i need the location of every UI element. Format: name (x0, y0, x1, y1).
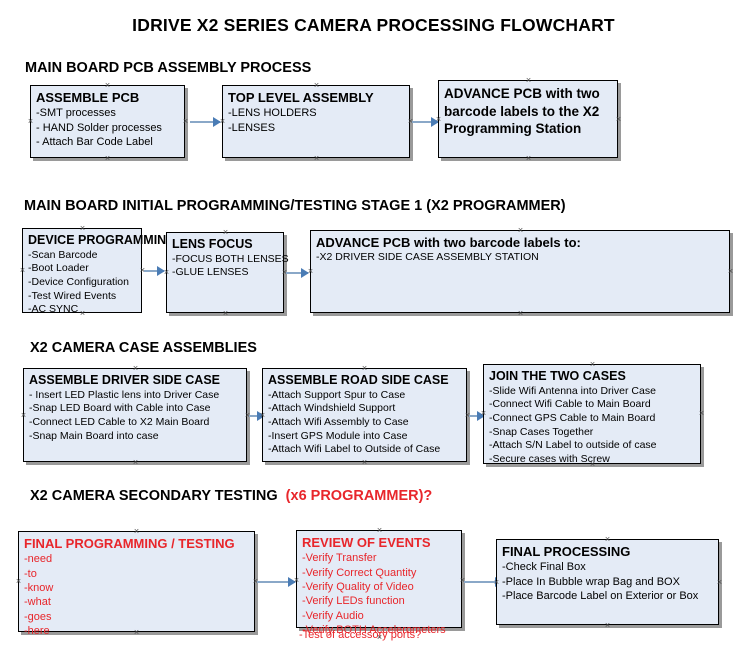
arrow-head-icon (431, 117, 439, 127)
box-line: -goes (24, 610, 52, 623)
page-title: IDRIVE X2 SERIES CAMERA PROCESSING FLOWC… (132, 15, 615, 35)
box-line: -Test Wired Events (28, 289, 117, 302)
box-line: -Snap LED Board with Cable into Case (29, 402, 211, 415)
section-heading-text: MAIN BOARD INITIAL PROGRAMMING/TESTING S… (24, 198, 566, 214)
box-line: -FOCUS BOTH LENSES (172, 252, 289, 265)
connector-arrow (190, 117, 221, 127)
box-title: ADVANCE PCB with two barcode labels to: (316, 235, 581, 250)
box-title: ASSEMBLE DRIVER SIDE CASE (29, 373, 221, 387)
box-line: -Snap Cases Together (489, 425, 594, 438)
box-title: REVIEW OF EVENTS (302, 535, 431, 550)
section-heading-text: X2 CAMERA CASE ASSEMBLIES (30, 340, 257, 356)
connector-arrow (469, 411, 485, 421)
box-line: -Attach Windshield Support (268, 402, 396, 415)
box-title: ASSEMBLE PCB (36, 90, 140, 105)
box-title: DEVICE PROGRAMMING (28, 233, 176, 247)
box-line: -Verify Transfer (302, 552, 377, 565)
box-line: -Scan Barcode (28, 248, 98, 261)
box-line: -Connect LED Cable to X2 Main Board (29, 416, 210, 429)
box-line: -Verify Correct Quantity (302, 566, 417, 579)
box-top-level-assembly[interactable]: TOP LEVEL ASSEMBLY -LENS HOLDERS -LENSES (222, 85, 410, 158)
box-line: -Verify Audio (302, 609, 364, 622)
box-review-of-events[interactable]: REVIEW OF EVENTS -Verify Transfer -Verif… (296, 530, 462, 636)
box-line: -Attach Support Spur to Case (268, 388, 406, 401)
section-heading-main-board-initial-programming: MAIN BOARD INITIAL PROGRAMMING/TESTING S… (24, 198, 566, 214)
box-join-the-two-cases[interactable]: JOIN THE TWO CASES -Slide Wifi Antenna i… (483, 364, 701, 465)
arrow-head-icon (301, 268, 309, 278)
box-line: -Attach Wifi Assembly to Case (268, 416, 409, 429)
connector-arrow (286, 268, 309, 278)
box-advance-pcb-programming-station[interactable]: ADVANCE PCB with two barcode labels to t… (438, 80, 618, 158)
box-title: TOP LEVEL ASSEMBLY (228, 90, 374, 105)
box-assemble-pcb[interactable]: ASSEMBLE PCB -SMT processes - HAND Solde… (30, 85, 185, 158)
box-title: FINAL PROGRAMMING / TESTING (24, 536, 235, 551)
box-final-programming-testing[interactable]: FINAL PROGRAMMING / TESTING -need -to -k… (18, 531, 255, 637)
arrow-head-icon (157, 266, 165, 276)
section-heading-main-board-pcb-assembly: MAIN BOARD PCB ASSEMBLY PROCESS (25, 60, 311, 76)
box-title: FINAL PROCESSING (502, 544, 631, 559)
box-line: -Snap Main Board into case (29, 429, 159, 442)
connector-arrow (249, 411, 265, 421)
arrow-head-icon (213, 117, 221, 127)
box-line: - Attach Bar Code Label (36, 135, 153, 148)
section-heading-x2-camera-secondary-testing: X2 CAMERA SECONDARY TESTING (x6 PROGRAMM… (30, 488, 432, 504)
box-line: -what (24, 596, 51, 609)
box-line: -AC SYNC (28, 303, 79, 316)
section-heading-suffix: (x6 PROGRAMMER)? (285, 488, 433, 504)
box-line: -here (24, 624, 50, 637)
box-line: -LENSES (228, 121, 276, 134)
box-final-processing[interactable]: FINAL PROCESSING -Check Final Box -Place… (496, 539, 719, 625)
box-assemble-road-side-case[interactable]: ASSEMBLE ROAD SIDE CASE -Attach Support … (262, 368, 467, 462)
box-line-overflow: -Test of accessory ports? (299, 629, 422, 641)
box-line: -Check Final Box (502, 561, 586, 574)
box-line: -need (24, 553, 53, 566)
box-title: ASSEMBLE ROAD SIDE CASE (268, 373, 449, 387)
box-line: -Place In Bubble wrap Bag and BOX (502, 575, 680, 588)
box-line: -Slide Wifi Antenna into Driver Case (489, 384, 656, 397)
box-line: -GLUE LENSES (172, 266, 249, 279)
box-line: -Connect Wifi Cable to Main Board (489, 398, 651, 411)
box-line: -Verify Quality of Video (302, 580, 414, 593)
box-line: -Device Configuration (28, 276, 129, 289)
arrow-head-icon (477, 411, 485, 421)
box-line: - HAND Solder processes (36, 121, 162, 134)
box-title: LENS FOCUS (172, 237, 253, 251)
box-line: -Connect GPS Cable to Main Board (489, 412, 656, 425)
arrow-head-icon (257, 411, 265, 421)
box-line: -Secure cases with Screw (489, 452, 610, 465)
connector-arrow (144, 266, 165, 276)
box-line: -Verify BOTH Accelerometers (302, 623, 446, 636)
arrow-head-icon (288, 577, 296, 587)
box-line: -know (24, 581, 54, 594)
box-advance-pcb-driver-side-case[interactable]: ADVANCE PCB with two barcode labels to: … (310, 230, 730, 313)
box-line: -SMT processes (36, 107, 116, 120)
box-line: -to (24, 567, 37, 580)
box-title: ADVANCE PCB with two barcode labels to t… (444, 86, 600, 137)
connector-arrow (257, 577, 296, 587)
connector-arrow (412, 117, 439, 127)
box-title: JOIN THE TWO CASES (489, 369, 626, 383)
box-lens-focus[interactable]: LENS FOCUS -FOCUS BOTH LENSES -GLUE LENS… (166, 232, 289, 313)
box-assemble-driver-side-case[interactable]: ASSEMBLE DRIVER SIDE CASE - Insert LED P… (23, 368, 247, 462)
box-line: -Attach Wifi Label to Outside of Case (268, 443, 441, 456)
section-heading-x2-camera-case-assemblies: X2 CAMERA CASE ASSEMBLIES (30, 340, 257, 356)
box-line: -Attach S/N Label to outside of case (489, 439, 657, 452)
box-line: -Place Barcode Label on Exterior or Box (502, 589, 699, 602)
box-line: -LENS HOLDERS (228, 107, 317, 120)
section-heading-text: MAIN BOARD PCB ASSEMBLY PROCESS (25, 60, 312, 76)
box-line: -Insert GPS Module into Case (268, 429, 408, 442)
box-device-programming[interactable]: DEVICE PROGRAMMING -Scan Barcode -Boot L… (22, 228, 176, 315)
box-line: -X2 DRIVER SIDE CASE ASSEMBLY STATION (316, 251, 539, 264)
box-line: -Boot Loader (28, 262, 89, 275)
section-heading-text: X2 CAMERA SECONDARY TESTING (30, 488, 278, 504)
box-line: - Insert LED Plastic lens into Driver Ca… (29, 388, 220, 401)
box-line: -Verify LEDs function (302, 595, 405, 608)
